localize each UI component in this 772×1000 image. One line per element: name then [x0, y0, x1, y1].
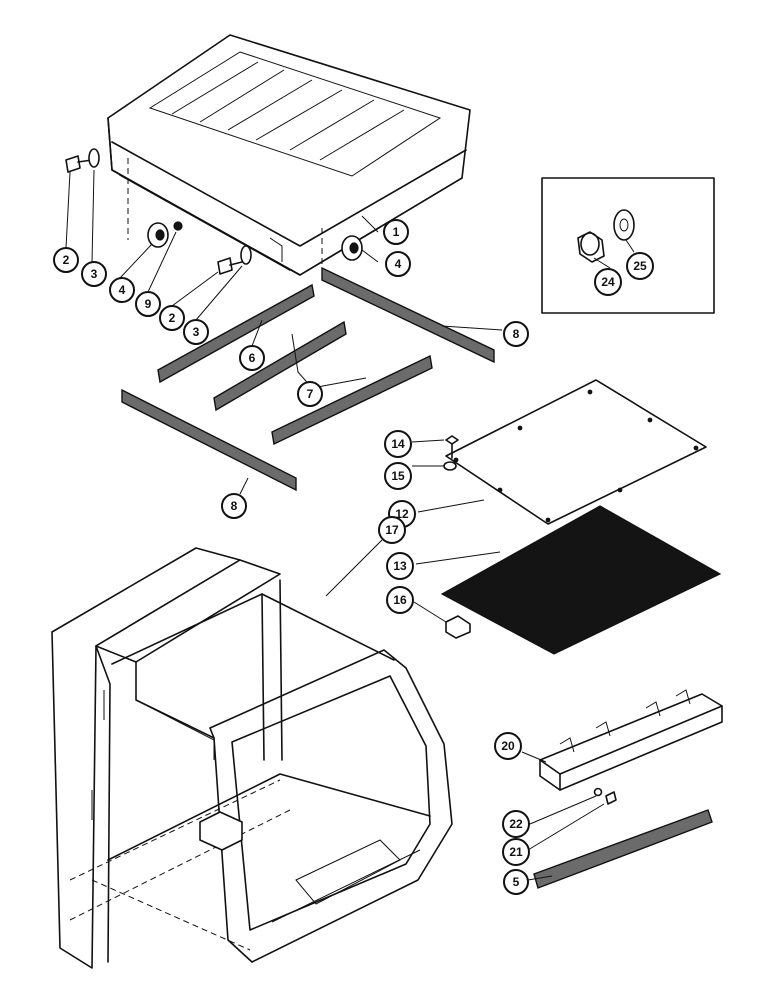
callout-16: 16: [386, 586, 414, 614]
svg-text:4: 4: [395, 257, 402, 271]
callout-2: 2: [159, 305, 185, 331]
svg-text:7: 7: [307, 387, 314, 401]
cab-frame: [51, 547, 453, 969]
svg-text:12: 12: [395, 507, 409, 521]
svg-text:14: 14: [391, 437, 405, 451]
callout-24: 24: [594, 268, 622, 296]
svg-text:5: 5: [513, 875, 520, 889]
callout-4: 4: [109, 277, 135, 303]
inset-detail-box: [541, 177, 715, 314]
callout-17: 17: [378, 516, 406, 544]
roof-liner-panels: [440, 379, 722, 655]
callout-8: 8: [503, 321, 529, 347]
svg-text:3: 3: [193, 325, 200, 339]
svg-text:2: 2: [169, 311, 176, 325]
svg-text:25: 25: [633, 259, 647, 273]
callout-6: 6: [239, 345, 265, 371]
callout-21: 21: [502, 838, 530, 866]
leader-lines: [65, 169, 635, 881]
callout-14: 14: [384, 430, 412, 458]
roof-panel: [107, 34, 471, 276]
callout-8: 8: [221, 493, 247, 519]
roof-hardware: [65, 148, 363, 275]
callout-9: 9: [135, 291, 161, 317]
svg-text:16: 16: [393, 593, 407, 607]
svg-text:3: 3: [91, 267, 98, 281]
callout-15: 15: [384, 462, 412, 490]
svg-text:24: 24: [601, 275, 615, 289]
callout-2: 2: [53, 247, 79, 273]
svg-text:22: 22: [509, 817, 523, 831]
callout-3: 3: [81, 261, 107, 287]
svg-text:8: 8: [513, 327, 520, 341]
svg-text:15: 15: [391, 469, 405, 483]
svg-text:6: 6: [249, 351, 256, 365]
svg-text:8: 8: [231, 499, 238, 513]
callout-4: 4: [385, 251, 411, 277]
rear-mount-brackets: [533, 689, 723, 889]
callout-1: 1: [383, 219, 409, 245]
callout-22: 22: [502, 810, 530, 838]
callout-20: 20: [494, 732, 522, 760]
svg-text:20: 20: [501, 739, 515, 753]
callout-7: 7: [297, 381, 323, 407]
svg-text:13: 13: [393, 559, 407, 573]
callout-25: 25: [626, 252, 654, 280]
svg-text:21: 21: [509, 845, 523, 859]
svg-text:4: 4: [119, 283, 126, 297]
seal-strips: [121, 266, 495, 492]
svg-text:9: 9: [145, 297, 152, 311]
svg-text:17: 17: [385, 523, 399, 537]
callout-5: 5: [503, 869, 529, 895]
svg-text:1: 1: [393, 225, 400, 239]
callout-3: 3: [183, 319, 209, 345]
svg-text:2: 2: [63, 253, 70, 267]
callout-13: 13: [386, 552, 414, 580]
